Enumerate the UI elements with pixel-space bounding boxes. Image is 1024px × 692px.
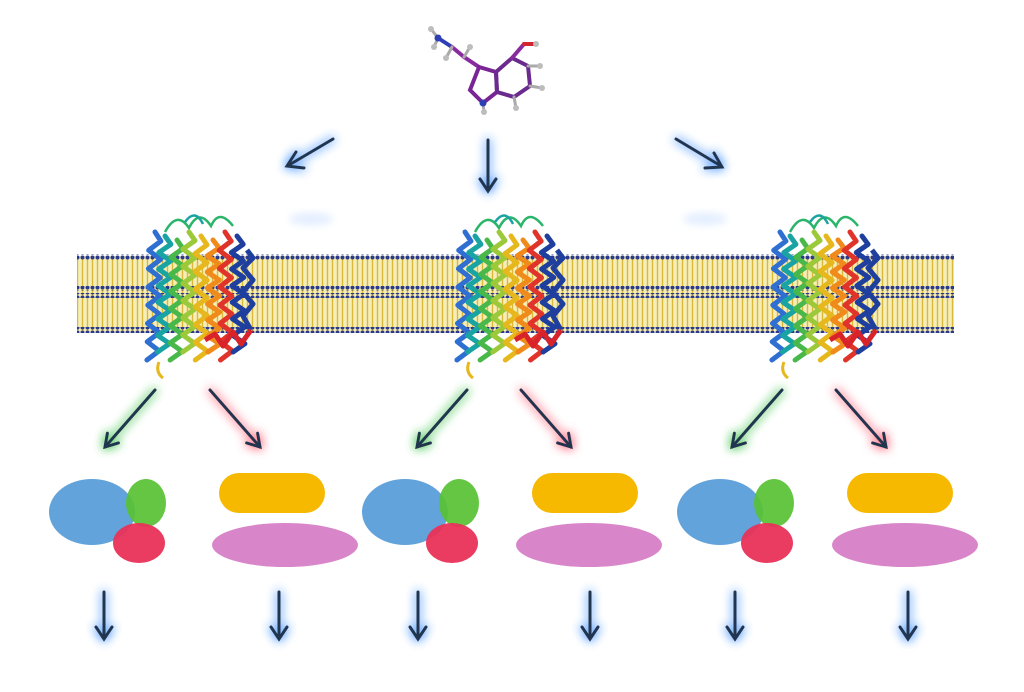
effector-protein	[212, 523, 358, 567]
ligand-arrow-center	[478, 138, 498, 194]
ligand-arrow-left	[284, 137, 335, 170]
g-protein-arrow	[415, 388, 469, 450]
receptor-group	[144, 214, 881, 380]
downstream-arrow	[94, 590, 114, 642]
downstream-arrow	[898, 590, 918, 642]
effector-protein	[516, 523, 662, 567]
downstream-arrow	[269, 590, 289, 642]
g-beta-subunit	[126, 479, 166, 527]
serotonin-molecule	[428, 26, 545, 115]
glow-blob	[683, 213, 727, 225]
g-beta-subunit	[754, 479, 794, 527]
ligand-arrows	[284, 137, 725, 194]
arrestin-protein	[219, 473, 325, 513]
ligand-arrow-right	[674, 137, 725, 170]
g-protein-complex	[49, 479, 166, 563]
arrestin-arrow	[834, 388, 888, 450]
g-beta-subunit	[439, 479, 479, 527]
g-protein-complex	[677, 479, 794, 563]
g-gamma-subunit	[741, 523, 793, 563]
downstream-arrow	[580, 590, 600, 642]
downstream-arrows	[94, 590, 918, 642]
arrestin-protein	[847, 473, 953, 513]
arrestin-protein	[532, 473, 638, 513]
arrestin-arrow	[519, 388, 573, 450]
g-protein-complex	[362, 479, 479, 563]
g-alpha-subunit	[362, 479, 448, 545]
receptor-1	[144, 214, 256, 380]
g-gamma-subunit	[426, 523, 478, 563]
downstream-arrow	[725, 590, 745, 642]
arrestin-complex	[516, 473, 662, 567]
arrestin-arrow	[208, 388, 262, 450]
glow-blob	[289, 213, 333, 225]
downstream-arrow	[408, 590, 428, 642]
g-protein-arrow	[730, 388, 784, 450]
arrestin-complex	[212, 473, 358, 567]
arrestin-complex	[832, 473, 978, 567]
pathway-arrows	[103, 388, 888, 450]
receptor-2	[454, 214, 566, 380]
receptor-3	[769, 214, 881, 380]
g-gamma-subunit	[113, 523, 165, 563]
transducers	[49, 473, 978, 567]
g-alpha-subunit	[677, 479, 763, 545]
effector-protein	[832, 523, 978, 567]
g-alpha-subunit	[49, 479, 135, 545]
g-protein-arrow	[103, 388, 157, 450]
